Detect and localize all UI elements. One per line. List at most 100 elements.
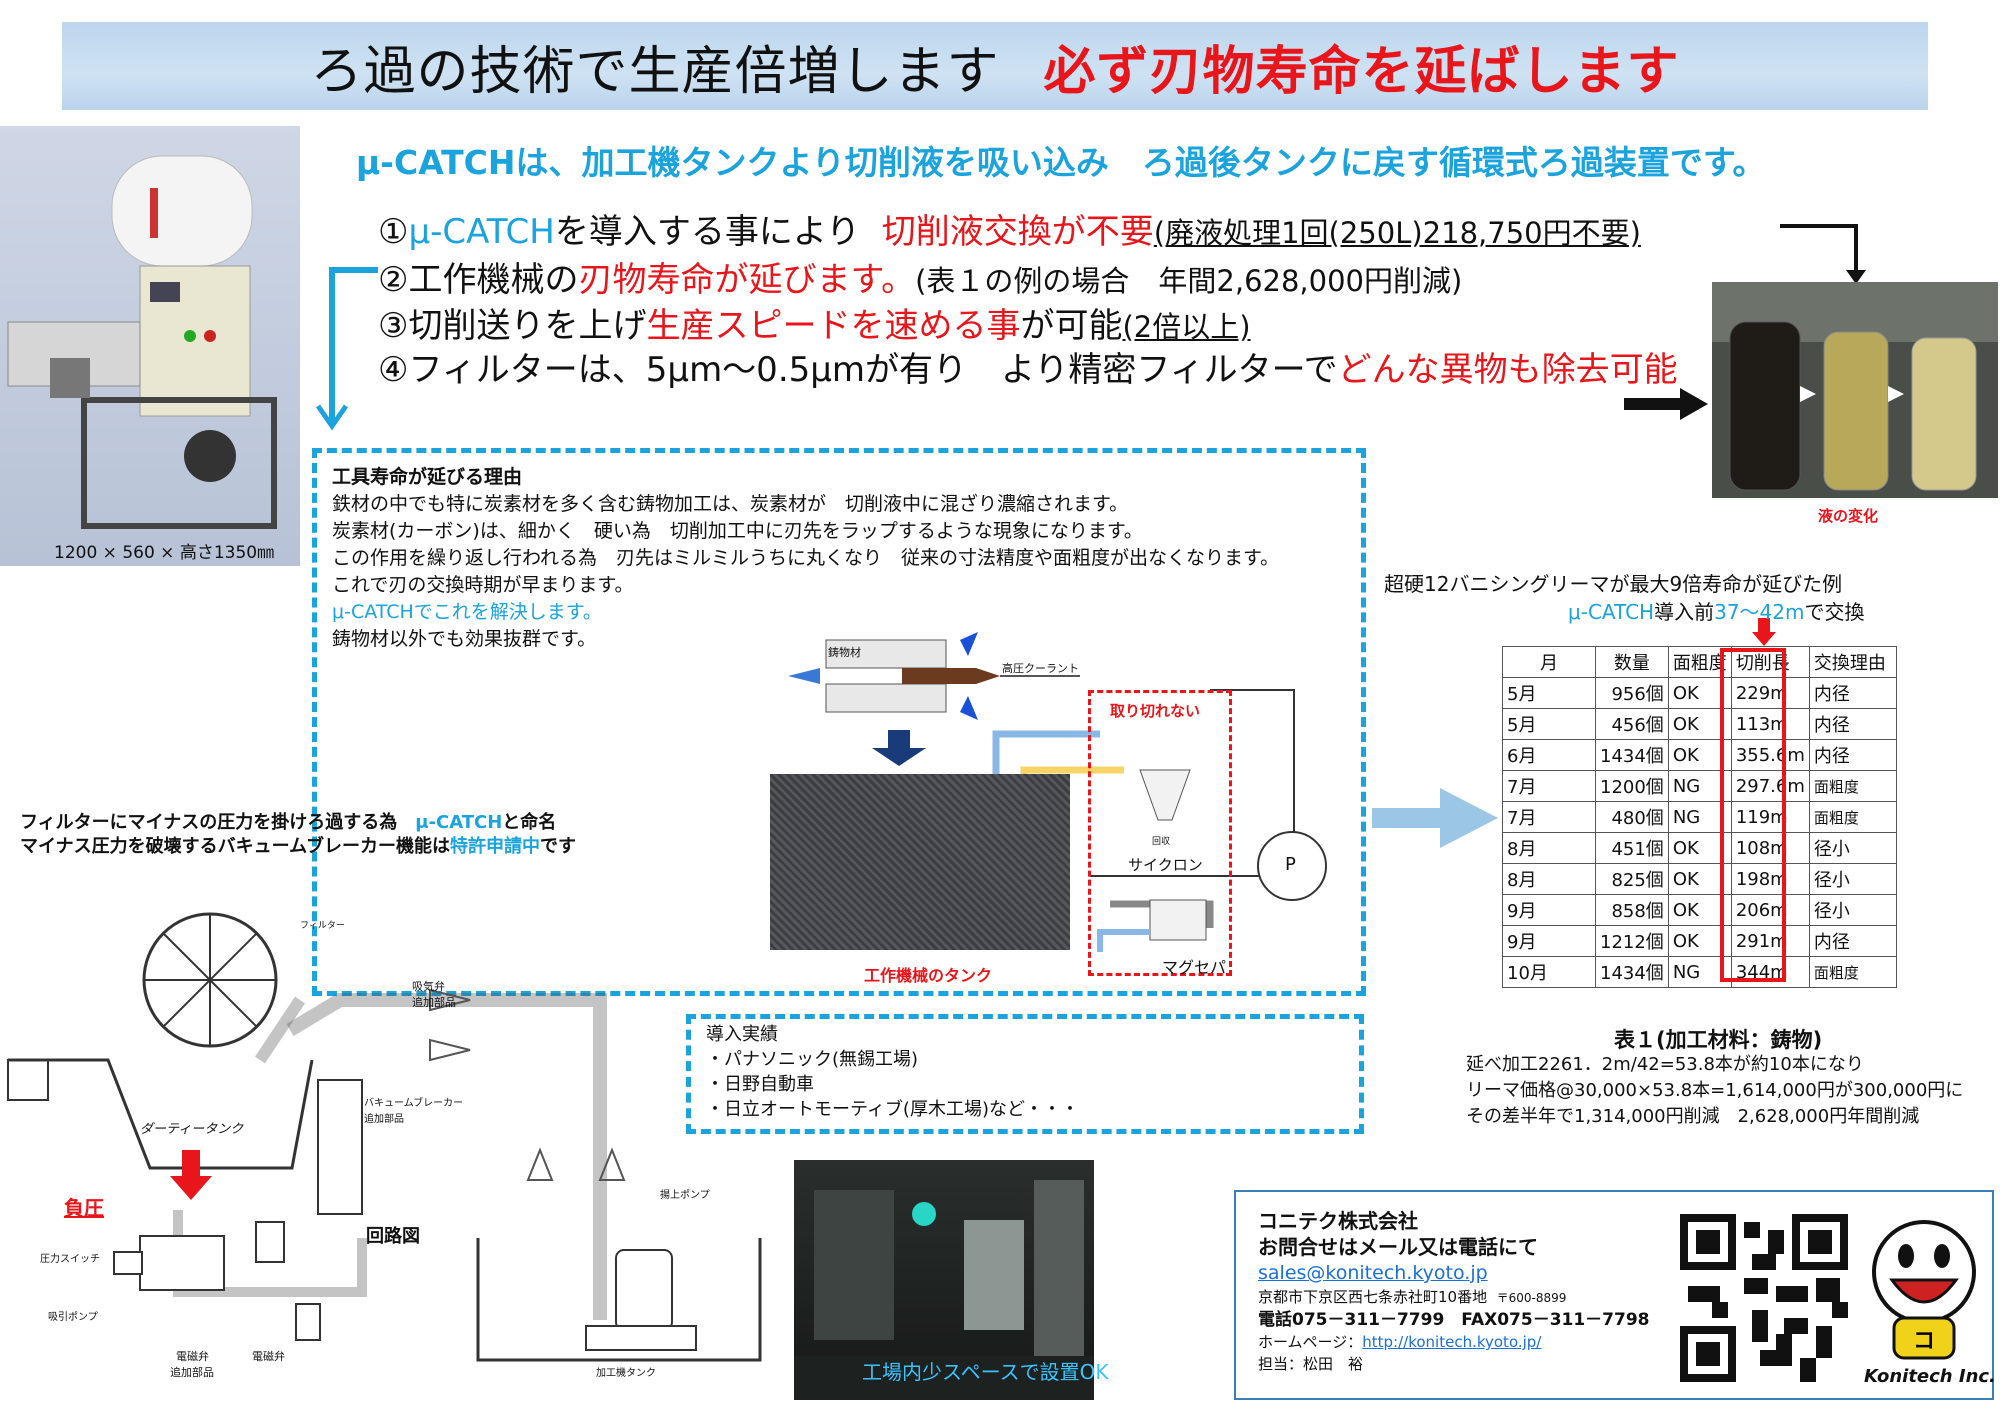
reason-line-4: これで刃の交換時期が早まります。 (332, 574, 634, 596)
table-cell: 7月 (1502, 801, 1596, 833)
machine-dimensions: 1200 × 560 × 高さ1350㎜ (54, 543, 275, 563)
magsep-label: マグセパ (1162, 958, 1227, 977)
point-2: ②工作機械の刃物寿命が延びます。(表１の例の場合 年間2,628,000円削減) (378, 252, 1462, 301)
reamer-sub-range: 37〜42m (1714, 600, 1805, 624)
table-cell: 内径 (1808, 708, 1897, 740)
frame (81, 397, 277, 529)
chip-arrow-left (788, 668, 820, 684)
table-cell: 6月 (1502, 739, 1596, 771)
tank-photo (770, 774, 1070, 950)
company-phone: 電話075－311－7799 FAX075－311－7798 (1258, 1310, 1650, 1330)
circuit-solenoid-2: 電磁弁 (252, 1350, 285, 1363)
pipe-blue-bottom (1097, 929, 1150, 952)
circuit-added-1: 追加部品 (412, 996, 456, 1009)
table-cell: 10月 (1502, 956, 1596, 988)
vacuum-line-2-text2: です (540, 836, 577, 857)
bottle-photo (1712, 282, 1998, 498)
reamer-sub-text2: で交換 (1804, 600, 1865, 624)
point-1-note: (廃液処理1回(250L)218,750円不要) (1153, 216, 1641, 250)
reason-box (312, 448, 1366, 996)
table-cell: 956個 (1595, 677, 1669, 709)
pipe-grey (1110, 900, 1214, 928)
control-lamp-green (184, 330, 196, 342)
table-cell: 825個 (1595, 863, 1669, 895)
not-removed-box (1088, 690, 1232, 976)
table-cell: 344m (1730, 956, 1810, 988)
point-2-red: 刃物寿命が延びます。 (578, 260, 916, 300)
table-cell: 119m (1730, 801, 1810, 833)
table-cell: 108m (1730, 832, 1810, 864)
flow-arrow-1 (429, 988, 471, 1012)
company-address: 京都市下京区西七条赤社町10番地 (1258, 1288, 1488, 1306)
point-3-text: ③切削送りを上げ (378, 306, 647, 346)
table-cell: 内径 (1808, 677, 1897, 709)
title-main: ろ過の技術で生産倍増します (310, 41, 1000, 102)
calculation-text: 延べ加工2261．2m/42=53.8本が約10本になり リーマ価格@30,00… (1466, 1052, 1963, 1130)
circuit-intake-label: 吸気弁 (412, 980, 445, 993)
recover-label: 回収 (1152, 837, 1171, 847)
factory-illustration (794, 1180, 1094, 1400)
achievement-3: ・日立オートモーティブ(厚木工場)など・・・ (706, 1099, 1079, 1120)
reason-line-6: 鋳物材以外でも効果抜群です。 (332, 628, 597, 650)
red-down-arrow-head (1752, 632, 1776, 646)
bottle-dirty (1729, 321, 1801, 491)
reason-line-3: この作用を繰り返し行われる為 刃先はミルミルうちに丸くなり 従来の寸法精度や面粗… (332, 547, 1280, 569)
flow-arrow-4 (598, 1147, 626, 1181)
table-cell: 858個 (1595, 894, 1669, 926)
bottle-arrow-1 (1800, 386, 1816, 402)
point-2-text: ②工作機械の (378, 260, 579, 300)
black-right-arrow-head (1680, 388, 1708, 420)
table-cell: 1434個 (1595, 956, 1669, 988)
chip-arrow-down (960, 696, 978, 720)
table-caption: 表１(加工材料：鋳物) (1614, 1028, 1823, 1052)
company-box (1234, 1190, 1994, 1400)
down-arrow-head (872, 748, 926, 766)
point-1: ①μ-CATCHを導入する事により 切削液交換が不要(廃液処理1回(250L)2… (378, 204, 1641, 253)
red-down-arrow-body (1758, 618, 1770, 634)
vacuum-line-1: フィルターにマイナスの圧力を掛けろ過する為 μ-CATCHと命名 (20, 808, 556, 834)
pump-circle (1257, 831, 1327, 901)
achievement-1: ・パナソニック(無錫工場) (706, 1049, 919, 1070)
table-cell: 5月 (1502, 677, 1596, 709)
vacuum-line-2-patent: 特許申請中 (450, 836, 541, 857)
intro-text: μ-CATCHは、加工機タンクより切削液を吸い込み ろ過後タンクに戻す循環式ろ過… (356, 143, 1766, 182)
circuit-added-2: 追加部品 (364, 1114, 404, 1125)
highlight-column (1720, 648, 1786, 982)
not-removed-label: 取り切れない (1110, 702, 1201, 720)
company-name: コニテク株式会社 (1258, 1209, 1418, 1233)
bottle-arrow-2 (1888, 386, 1904, 402)
factory-machine-box (964, 1220, 1024, 1330)
pipe-blue-top (992, 730, 1100, 774)
black-corner-arrow (1780, 224, 1858, 274)
company-contact: お問合せはメール又は電話にて (1258, 1235, 1538, 1259)
side-motor (50, 358, 90, 398)
bottle-label: 液の変化 (1818, 507, 1879, 525)
company-hp-link[interactable]: http://konitech.kyoto.jp/ (1362, 1333, 1542, 1351)
pump-motor (184, 430, 236, 482)
casting-block-bottom (825, 683, 947, 713)
point-1-brand: μ-CATCH (408, 212, 555, 252)
qr-code (1680, 1214, 1848, 1382)
reamer-subtitle: μ-CATCH導入前37〜42mで交換 (1568, 596, 1864, 625)
circuit-negative-label: 負圧 (64, 1196, 104, 1220)
table-cell: 5月 (1502, 708, 1596, 740)
big-right-arrow-head (1440, 788, 1498, 848)
point-3-note: (2倍以上) (1122, 310, 1251, 344)
company-email-link[interactable]: sales@konitech.kyoto.jp (1258, 1262, 1488, 1284)
company-zip: 〒600-8899 (1496, 1291, 1567, 1305)
negative-arrow-head (170, 1176, 212, 1200)
circuit-pressure-switch-label: 圧力スイッチ (40, 1254, 100, 1265)
chip-arrow-up (960, 632, 978, 656)
point-3-text2: が可能 (1020, 306, 1123, 346)
tank-label: 工作機械のタンク (864, 966, 993, 985)
calc-line-2: リーマ価格@30,000×53.8本=1,614,000円が300,000円に (1466, 1080, 1964, 1101)
achievements-title: 導入実績 (706, 1024, 778, 1045)
factory-photo (794, 1160, 1094, 1400)
pump-loop (1090, 689, 1295, 877)
signal-tower (150, 188, 158, 238)
